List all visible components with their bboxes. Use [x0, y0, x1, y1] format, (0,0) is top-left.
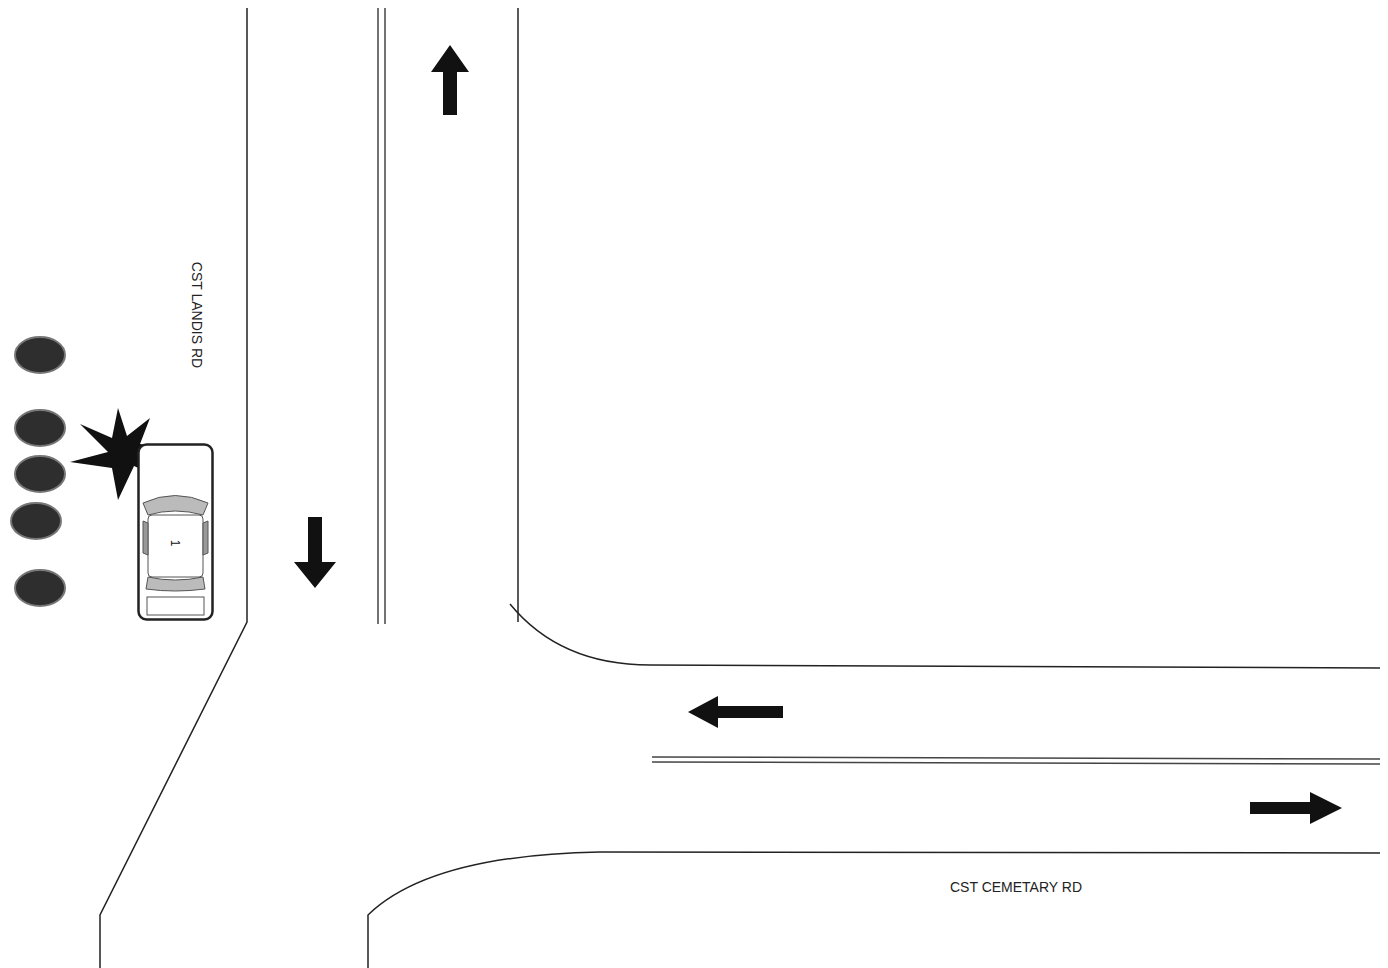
vehicle: 1 [137, 443, 214, 621]
road-name: CST CEMETARY RD [950, 880, 1082, 894]
center-lines [378, 8, 1380, 764]
direction-arrow [1250, 792, 1342, 824]
road-edge [510, 604, 1380, 668]
direction-arrow [688, 696, 783, 728]
tree [15, 570, 65, 606]
direction-arrow [431, 45, 469, 115]
direction-arrows [294, 45, 1342, 824]
direction-arrow [294, 517, 336, 588]
road-name: CST LANDIS RD [190, 262, 204, 368]
tree [15, 337, 65, 373]
tree [15, 456, 65, 492]
tree [11, 503, 61, 539]
center-line [384, 8, 386, 624]
center-line [652, 757, 1380, 759]
road-edge [517, 8, 519, 622]
center-line [377, 8, 379, 624]
center-line [652, 762, 1380, 764]
road-edges [100, 8, 1380, 968]
vehicle-outline [137, 443, 214, 621]
trees [11, 337, 65, 606]
callout-number: 1 [169, 540, 181, 547]
tree [15, 410, 65, 446]
road-edge [368, 852, 1380, 968]
